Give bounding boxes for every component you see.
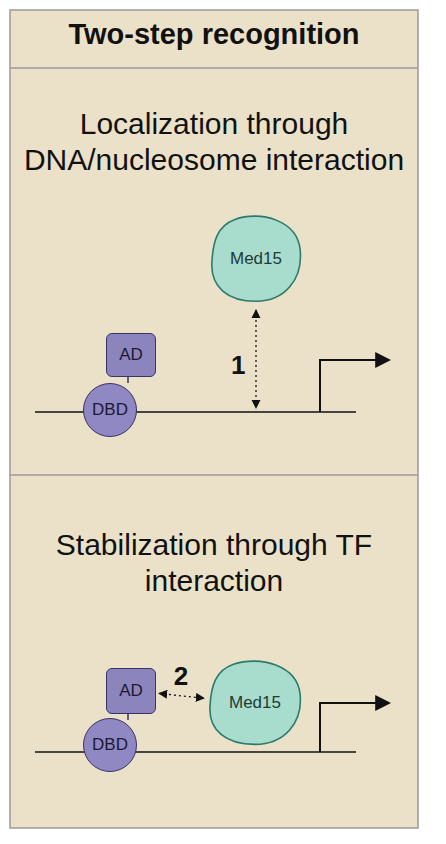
node-label: Med15	[229, 693, 281, 713]
blob-outline	[212, 216, 301, 301]
mediator-subunit: Med15	[208, 213, 304, 305]
dna-binding-domain: DBD	[83, 383, 137, 437]
dna-binding-domain: DBD	[83, 718, 137, 772]
panel: Localization through DNA/nucleosome inte…	[10, 68, 418, 475]
frame-border	[10, 10, 418, 828]
figure-title: Two-step recognition	[10, 18, 418, 51]
callout-number: 2	[174, 661, 188, 692]
node-label: AD	[119, 345, 143, 365]
node-label: DBD	[92, 400, 128, 420]
panel-heading: Stabilization through TF interaction	[20, 527, 408, 599]
panel-heading: Localization through DNA/nucleosome inte…	[20, 106, 408, 178]
mediator-subunit: Med15	[206, 658, 304, 748]
node-label: DBD	[92, 735, 128, 755]
panel-divider	[10, 474, 418, 476]
node-label: Med15	[230, 249, 282, 269]
binding-arrow	[255, 310, 256, 408]
interaction-arrow	[159, 693, 204, 698]
activation-domain: AD	[106, 668, 156, 714]
node-label: AD	[119, 681, 143, 701]
promoter-arrow	[320, 360, 388, 412]
panel: Stabilization through TF interactionAD DB…	[10, 475, 418, 828]
promoter-arrow	[320, 703, 388, 752]
title-divider	[10, 67, 418, 69]
activation-domain: AD	[106, 333, 156, 377]
blob-outline	[210, 661, 301, 744]
callout-number: 1	[231, 350, 245, 381]
